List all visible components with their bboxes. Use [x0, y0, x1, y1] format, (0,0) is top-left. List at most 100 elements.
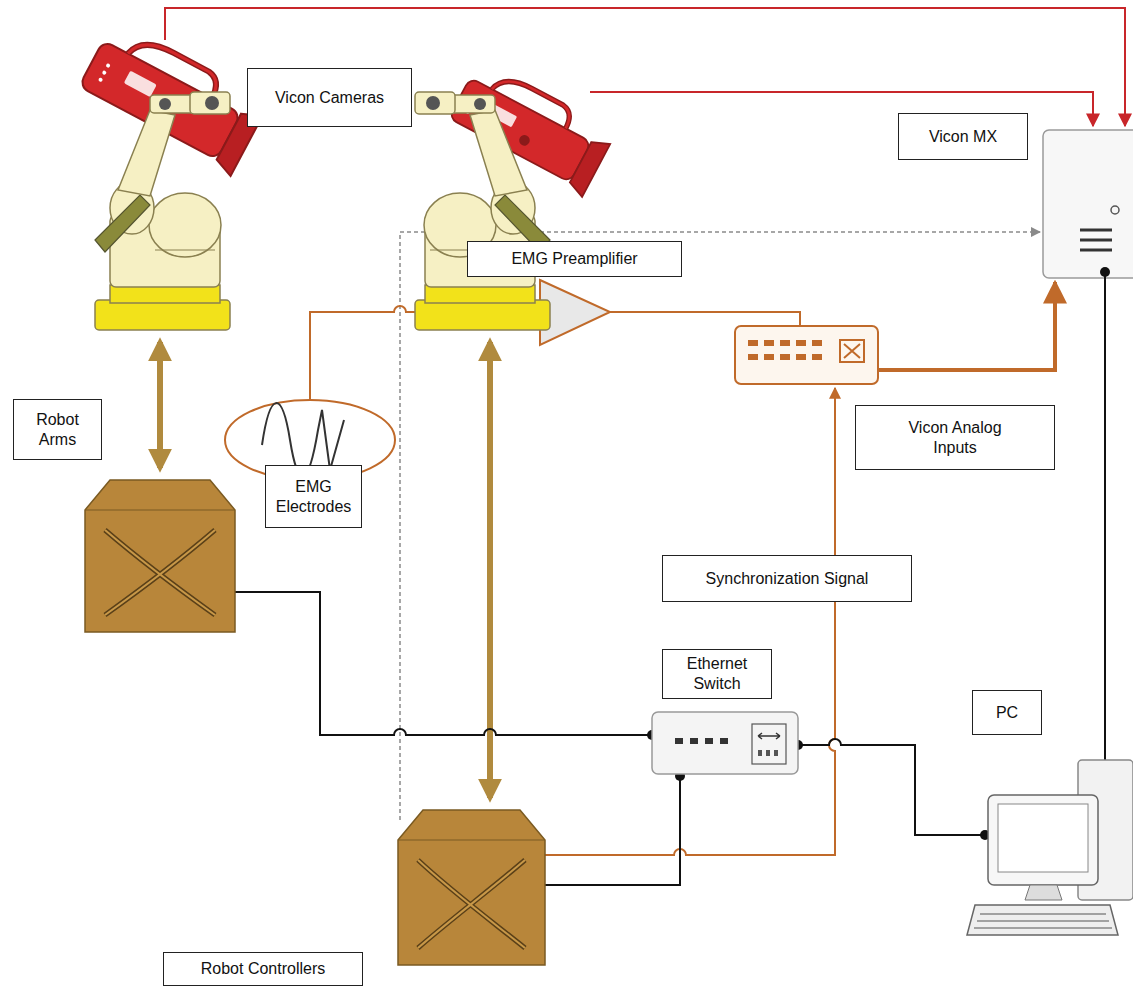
- ethernet-switch: [774, 750, 778, 756]
- analog-input-unit: [812, 354, 822, 360]
- robot-arm: [426, 96, 440, 110]
- analog-input-unit: [812, 340, 822, 346]
- label-text: Vicon Cameras: [275, 88, 384, 108]
- robot-arm: [415, 92, 455, 114]
- robot-controller: [418, 860, 525, 948]
- device-label: Robot Arms: [13, 399, 102, 460]
- analog-input-unit: [780, 354, 790, 360]
- connection-dot: [1100, 267, 1110, 277]
- robot-controller: [85, 480, 235, 632]
- ethernet-wire: [540, 776, 680, 885]
- ethernet-switch: [690, 738, 698, 744]
- vicon-camera: [98, 77, 103, 82]
- pc: [1025, 885, 1062, 900]
- label-text: Ethernet Switch: [671, 654, 763, 694]
- analog-input-unit: [780, 340, 790, 346]
- device-label: EMG Preamplifier: [467, 241, 682, 277]
- analog-input-unit: [735, 326, 878, 384]
- analog-input-unit: [796, 340, 806, 346]
- robot-arm: [450, 95, 495, 113]
- label-text: PC: [996, 703, 1018, 723]
- vicon-camera: [445, 60, 616, 196]
- sync-signal-wire: [545, 388, 835, 855]
- analog-input-unit: [840, 340, 864, 362]
- analog-input-unit: [748, 340, 822, 360]
- robot-controller: [398, 840, 545, 841]
- ethernet-switch: [766, 750, 770, 756]
- robot-arm: [149, 193, 221, 257]
- vicon-mx-unit: [1080, 249, 1112, 252]
- vicon-camera: [105, 63, 110, 68]
- robot-arm: [190, 92, 230, 114]
- robot-arm: [415, 92, 550, 330]
- arm-controller-link: [157, 342, 163, 468]
- vicon-camera: [102, 70, 107, 75]
- robot-arm: [474, 98, 486, 110]
- pc: [980, 914, 1106, 915]
- device-label: Ethernet Switch: [662, 649, 772, 699]
- pc: [974, 928, 1112, 929]
- analog-input-unit: [796, 354, 806, 360]
- ethernet-switch: [652, 712, 798, 774]
- pc: [977, 921, 1109, 922]
- label-text: EMG Electrodes: [274, 477, 353, 517]
- analog-input-unit: [844, 344, 860, 358]
- robot-controller: [105, 530, 215, 615]
- analog-data-wire: [878, 282, 1055, 370]
- vicon-camera: [75, 21, 269, 176]
- vicon-mx-unit: [1043, 130, 1133, 278]
- emg-wire: [610, 312, 800, 326]
- connection-dot: [225, 267, 1110, 890]
- robot-controller: [105, 530, 215, 615]
- label-text: Robot Controllers: [201, 959, 326, 979]
- ethernet-switch: [705, 738, 713, 744]
- robot-controller: [398, 810, 545, 965]
- device-label: PC: [972, 690, 1042, 735]
- ethernet-wire: [230, 272, 1105, 885]
- label-text: Robot Arms: [22, 410, 93, 450]
- device-label: Vicon Cameras: [247, 68, 412, 127]
- device-label: Robot Controllers: [163, 952, 363, 986]
- ethernet-wire: [1104, 272, 1106, 800]
- robot-controller: [418, 860, 525, 948]
- device-label: Vicon Analog Inputs: [855, 405, 1055, 470]
- ethernet-switch: [758, 750, 778, 756]
- robot-arm: [95, 92, 230, 330]
- vicon-camera: [124, 71, 157, 97]
- robot-arm: [95, 300, 230, 330]
- vicon-mx-unit: [1080, 239, 1112, 242]
- vicon-mx-unit: [1080, 229, 1112, 232]
- pc: [967, 905, 1118, 935]
- vicon-camera: [567, 136, 611, 197]
- label-text: Synchronization Signal: [706, 569, 869, 589]
- robot-arm: [205, 96, 219, 110]
- robot-arm: [155, 249, 215, 250]
- ethernet-switch: [675, 738, 728, 744]
- camera-wire: [165, 8, 1125, 126]
- robot-arm: [118, 110, 175, 196]
- ethernet-switch: [758, 750, 762, 756]
- vicon-camera: [517, 133, 531, 147]
- pc: [974, 914, 1112, 928]
- ethernet-switch: [652, 712, 798, 774]
- camera-wire: [165, 8, 1125, 126]
- label-text: EMG Preamplifier: [511, 249, 637, 269]
- ethernet-wire: [230, 592, 652, 735]
- analog-input-unit: [735, 326, 878, 384]
- ethernet-switch: [752, 724, 786, 764]
- robot-arm: [415, 300, 550, 330]
- pc: [988, 795, 1098, 885]
- device-label: EMG Electrodes: [265, 465, 362, 528]
- robot-arm: [150, 95, 195, 113]
- ethernet-switch: [720, 738, 728, 744]
- analog-input-unit: [764, 354, 774, 360]
- vicon-camera: [449, 78, 592, 183]
- pc: [967, 760, 1133, 935]
- robot-arm: [95, 195, 150, 252]
- signal-label: Synchronization Signal: [662, 555, 912, 602]
- label-text: Vicon MX: [929, 127, 997, 147]
- robot-controller: [85, 510, 235, 511]
- vicon-mx-unit: [1043, 130, 1133, 278]
- robot-arm: [470, 110, 527, 196]
- analog-input-unit: [748, 340, 758, 346]
